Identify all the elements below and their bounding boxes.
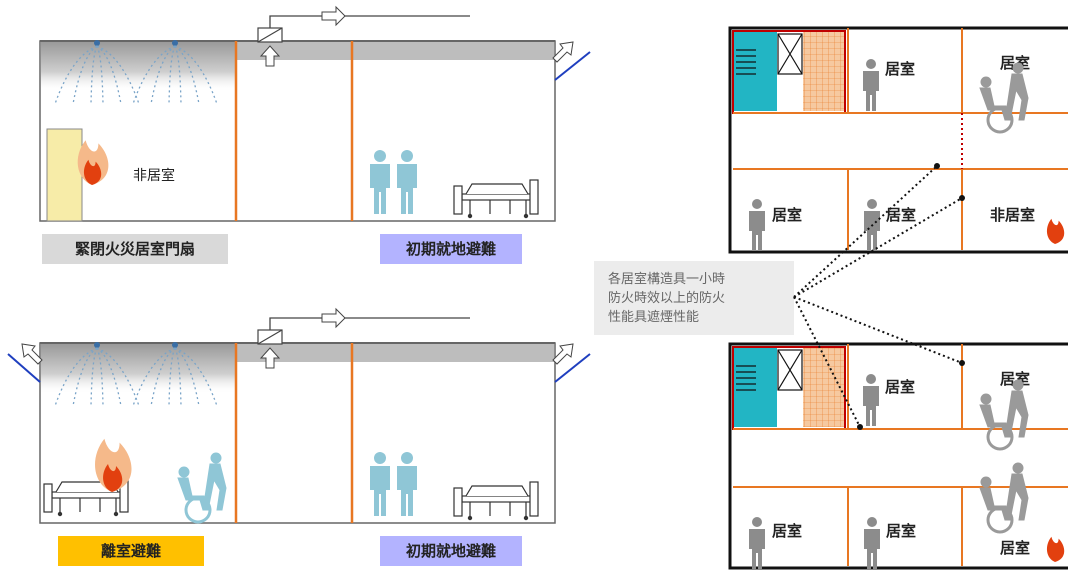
duct: [269, 15, 470, 30]
room-label: 居室: [1000, 539, 1030, 557]
note-background: [594, 261, 794, 335]
sprinkler-icon: [94, 40, 100, 46]
airflow-arrow-icon: [259, 45, 281, 67]
airflow-arrow-icon: [259, 347, 281, 369]
callout-dots: [857, 163, 965, 430]
sprinkler-icon: [172, 40, 178, 46]
sprinkler-icon: [94, 342, 100, 348]
room-label: 居室: [885, 60, 915, 78]
room-label: 非居室: [990, 206, 1035, 224]
room-label: 居室: [886, 206, 916, 224]
smoke-layer: [237, 344, 554, 362]
lobby-area: [803, 347, 845, 427]
caption-shelter-in-place: 初期就地避難: [406, 542, 496, 560]
stairwell-icon: [733, 31, 777, 111]
window: [554, 51, 591, 81]
floor-plan-top: 居室 居室 居室 居室 非居室: [728, 26, 1068, 254]
caption-box: [42, 234, 228, 264]
room-label: 非居室: [133, 167, 175, 184]
room-label: 居室: [772, 206, 802, 224]
note-line-1: 各居室構造具一小時: [608, 271, 725, 287]
smoke-layer: [237, 42, 554, 60]
duct: [269, 317, 470, 332]
smoke-layer: [41, 344, 235, 394]
room-label: 居室: [886, 522, 916, 540]
top-left-section: 非居室 緊閉火災居室門扇 初期就地避難: [39, 5, 591, 264]
caption-evacuate-room: 離室避難: [101, 542, 161, 560]
exhaust-arrow-icon: [552, 41, 574, 63]
airflow-arrow-icon: [321, 5, 346, 27]
window: [554, 353, 591, 383]
window: [7, 353, 41, 383]
room-label: 居室: [885, 378, 915, 396]
note-box: 各居室構造具一小時 防火時效以上的防火 性能具遮煙性能: [594, 261, 794, 335]
caption-box: [58, 536, 204, 566]
caption-box: [380, 536, 522, 566]
airflow-arrow-icon: [321, 307, 346, 329]
sprinkler-spray-icon: [54, 45, 218, 105]
callout-lines: [793, 165, 963, 428]
caption-box: [380, 234, 522, 264]
sprinkler-icon: [172, 342, 178, 348]
sprinkler-spray-icon: [54, 347, 218, 407]
note-line-2: 防火時效以上的防火: [608, 290, 725, 306]
closed-door: [46, 128, 83, 222]
smoke-layer: [41, 42, 235, 92]
exhaust-arrow-icon: [552, 343, 574, 365]
caption-shelter-in-place: 初期就地避難: [406, 240, 496, 258]
stairwell-icon: [733, 347, 777, 427]
note-line-3: 性能具遮煙性能: [608, 309, 699, 325]
floor-plan-bottom: 居室 居室 居室 居室 居室: [728, 342, 1068, 570]
room-label: 居室: [772, 522, 802, 540]
bottom-left-section: 離室避難 初期就地避難: [7, 307, 591, 566]
lobby-area: [803, 31, 845, 111]
caption-close-door: 緊閉火災居室門扇: [75, 240, 195, 258]
exhaust-arrow-icon: [21, 343, 43, 365]
